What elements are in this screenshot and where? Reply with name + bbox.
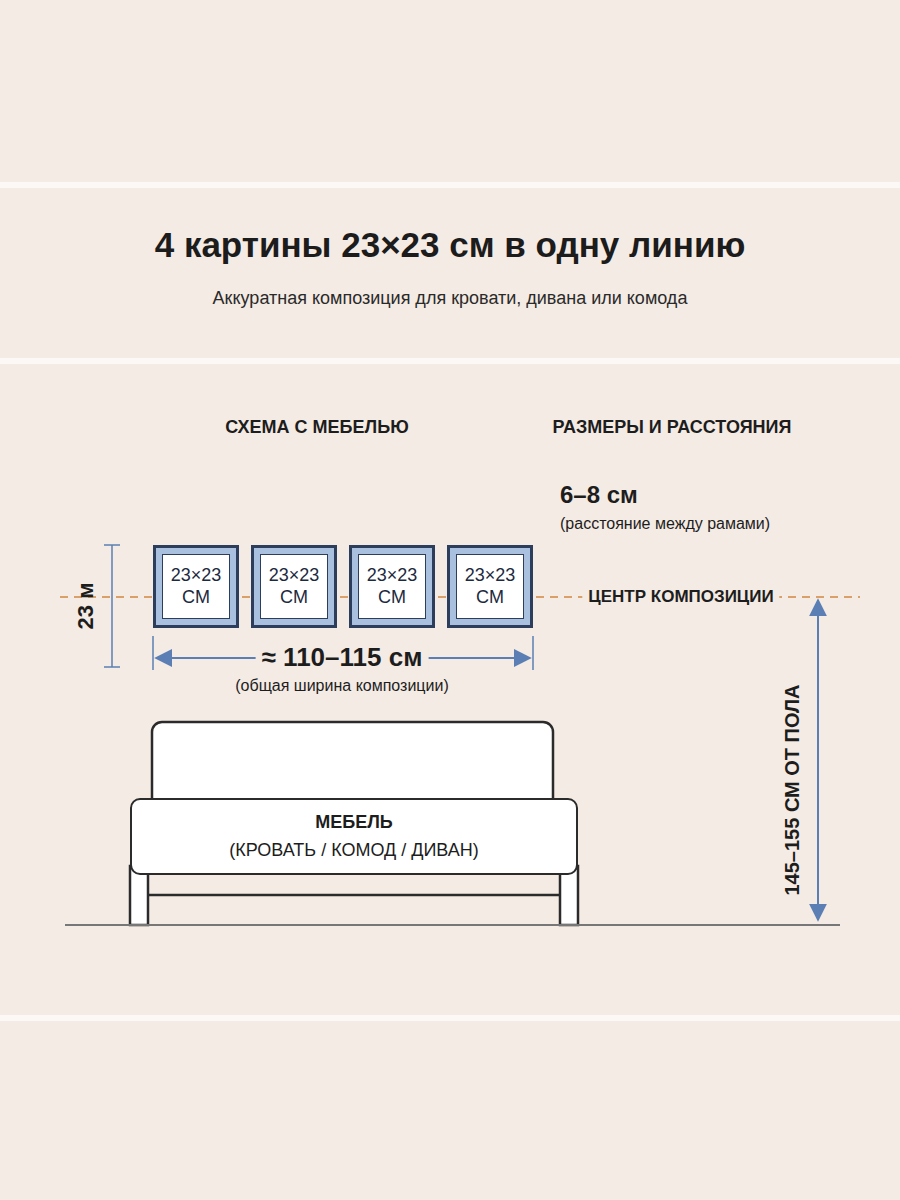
- frame-size: 23×23 СМ: [163, 565, 229, 608]
- gap-dimension: 6–8 см: [560, 481, 638, 509]
- height-bracket: [104, 544, 120, 546]
- frame-mat: 23×23 СМ: [358, 554, 426, 619]
- floor-height-dimension: 145–155 СМ ОТ ПОЛА: [781, 684, 804, 895]
- height-arrow: [817, 600, 819, 920]
- title: 4 картины 23×23 см в одну линию: [155, 225, 746, 265]
- height-dimension: 23 м: [73, 583, 98, 630]
- width-tick: [532, 636, 534, 670]
- divider-stripe: [0, 1015, 900, 1021]
- frame-mat: 23×23 СМ: [456, 554, 524, 619]
- dimension-note: (общая ширина композиции): [235, 677, 448, 695]
- furniture-rail: [148, 894, 560, 897]
- frame-size: 23×23 СМ: [359, 565, 425, 608]
- dimension-note: (расстояние между рамами): [560, 515, 770, 533]
- frame-size: 23×23 СМ: [261, 565, 327, 608]
- height-bracket: [104, 666, 120, 668]
- frame-size: 23×23 СМ: [457, 565, 523, 608]
- picture-frame: 23×23 СМ: [251, 545, 337, 628]
- picture-frame: 23×23 СМ: [447, 545, 533, 628]
- divider-stripe: [0, 358, 900, 364]
- picture-frame: 23×23 СМ: [153, 545, 239, 628]
- center-label: ЦЕНТР КОМПОЗИЦИИ: [582, 587, 779, 607]
- subtitle: Аккуратная композиция для кровати, диван…: [213, 288, 688, 309]
- section-heading: РАЗМЕРЫ И РАССТОЯНИЯ: [553, 417, 792, 438]
- height-bracket: [111, 545, 113, 667]
- furniture-note: (КРОВАТЬ / КОМОД / ДИВАН): [229, 840, 479, 862]
- divider-stripe: [0, 182, 900, 188]
- width-tick: [152, 636, 154, 670]
- width-dimension: ≈ 110–115 см: [256, 643, 429, 673]
- picture-frame: 23×23 СМ: [349, 545, 435, 628]
- furniture-box: МЕБЕЛЬ (КРОВАТЬ / КОМОД / ДИВАН): [130, 798, 578, 875]
- furniture-title: МЕБЕЛЬ: [315, 812, 393, 834]
- floor-line: [65, 924, 840, 926]
- frame-mat: 23×23 СМ: [162, 554, 230, 619]
- frame-mat: 23×23 СМ: [260, 554, 328, 619]
- section-heading: СХЕМА С МЕБЕЛЬЮ: [225, 417, 408, 438]
